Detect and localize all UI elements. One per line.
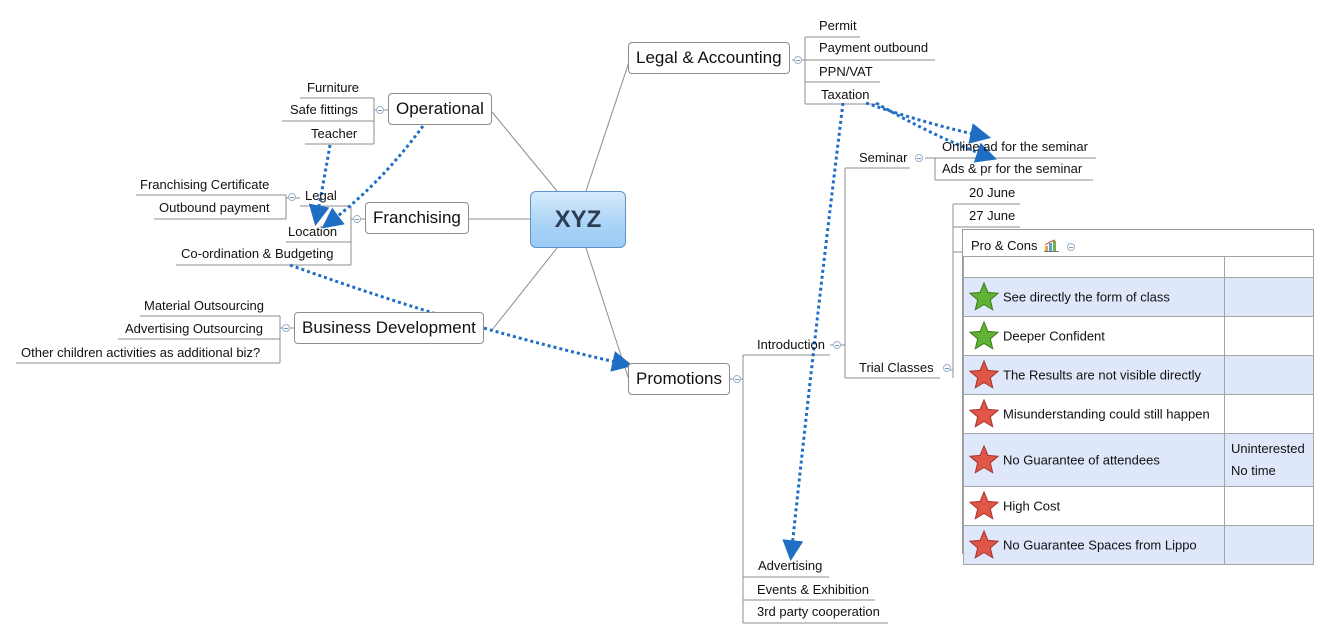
pros-cons-row[interactable]: High Cost [963,486,1314,526]
topic-teacher[interactable]: Teacher [311,126,358,141]
root-node[interactable]: XYZ [530,191,626,248]
connector-root-legal [585,61,630,192]
pros-cons-item-cell: The Results are not visible directly [963,355,1225,395]
relationship-teacher-location [308,144,332,227]
topic-other-children-activities[interactable]: Other children activities as additional … [21,345,261,360]
pros-cons-item-cell: Misunderstanding could still happen [963,394,1225,434]
collapse-toggle-legal[interactable] [288,193,296,201]
red-star-icon [968,359,1000,389]
topic-franchising-certificate[interactable]: Franchising Certificate [140,177,270,192]
connector-root-operational [491,111,558,192]
pros-cons-row[interactable]: The Results are not visible directly [963,355,1314,395]
pros-cons-item-cell: Deeper Confident [963,316,1225,356]
topic-material-outsourcing[interactable]: Material Outsourcing [144,298,264,313]
relationship-taxation-advertising [782,102,845,562]
topic-payment-outbound[interactable]: Payment outbound [819,40,929,55]
pros-cons-item-text: Misunderstanding could still happen [1003,406,1210,422]
collapse-toggle-operational[interactable] [376,106,384,114]
topic-3rd-party-cooperation[interactable]: 3rd party cooperation [757,604,880,619]
node-promotions[interactable]: Promotions [628,363,730,395]
collapse-toggle-legal-accounting[interactable] [794,56,802,64]
pros-cons-row[interactable]: Deeper Confident [963,316,1314,356]
collapse-toggle-pros-cons[interactable] [1066,242,1075,251]
pros-cons-item-text: See directly the form of class [1003,289,1170,305]
pros-cons-header-row [963,256,1314,278]
pros-cons-item-text: High Cost [1003,498,1061,514]
header-cell [1224,256,1314,278]
topic-taxation[interactable]: Taxation [821,87,870,102]
pros-cons-side-cell [1224,277,1314,317]
red-star-icon [968,398,1000,428]
node-operational[interactable]: Operational [388,93,492,125]
red-star-icon [968,529,1000,559]
pros-cons-item-text: The Results are not visible directly [1003,367,1201,383]
connector-seminar-children [925,157,1096,181]
topic-trial-classes[interactable]: Trial Classes [859,360,934,375]
topic-advertising-outsourcing[interactable]: Advertising Outsourcing [125,321,264,336]
topic-location[interactable]: Location [288,224,338,239]
topic-events-exhibition[interactable]: Events & Exhibition [757,582,870,597]
pros-cons-row[interactable]: Misunderstanding could still happen [963,394,1314,434]
red-star-icon [968,490,1000,520]
topic-ppn-vat[interactable]: PPN/VAT [819,64,873,79]
red-star-icon [968,444,1000,474]
pros-cons-row[interactable]: No Guarantee Spaces from Lippo [963,525,1314,565]
pros-cons-side-cell [1224,486,1314,526]
pros-cons-side-cell [1224,525,1314,565]
pros-cons-item-cell: No Guarantee of attendees [963,433,1225,487]
pros-cons-item-text: No Guarantee of attendees [1003,452,1160,468]
pros-cons-row[interactable]: See directly the form of class [963,277,1314,317]
collapse-toggle-trial-classes[interactable] [943,364,951,372]
topic-seminar[interactable]: Seminar [859,150,908,165]
node-franchising[interactable]: Franchising [365,202,469,234]
topic-online-ad-seminar[interactable]: Online ad for the seminar [942,139,1088,154]
topic-coordination-budgeting[interactable]: Co-ordination & Budgeting [181,246,334,261]
relationship-taxation-ads-pr [875,101,997,163]
pros-cons-item-cell: High Cost [963,486,1225,526]
collapse-toggle-promotions[interactable] [733,375,741,383]
connector-introduction-children [830,167,940,379]
pros-cons-side-cell: Uninterested No time [1224,433,1314,487]
topic-permit[interactable]: Permit [819,18,857,33]
topic-furniture[interactable]: Furniture [307,80,360,95]
node-business-development[interactable]: Business Development [294,312,484,344]
topic-20-june[interactable]: 20 June [969,185,1016,200]
collapse-toggle-franchising[interactable] [353,215,361,223]
pros-cons-item-cell: See directly the form of class [963,277,1225,317]
relationship-coordination-promotions [289,263,634,372]
header-cell [963,256,1225,278]
topic-legal[interactable]: Legal [305,188,337,203]
collapse-toggle-introduction[interactable] [833,341,841,349]
chart-icon [1044,239,1060,252]
topic-27-june[interactable]: 27 June [969,208,1016,223]
green-star-icon [968,320,1000,350]
pros-cons-item-text: No Guarantee Spaces from Lippo [1003,537,1197,553]
pros-cons-title-row: Pro & Cons [971,238,1075,253]
topic-advertising[interactable]: Advertising [758,558,823,573]
pros-cons-row[interactable]: No Guarantee of attendees Uninterested No … [963,433,1314,487]
pros-cons-side-cell [1224,394,1314,434]
pros-cons-side-note: No time [1231,463,1276,478]
topic-outbound-payment[interactable]: Outbound payment [159,200,270,215]
relationship-taxation-online-ad [865,101,992,144]
pros-cons-spreadsheet[interactable]: Pro & Cons See directly the form of clas… [962,229,1314,565]
pros-cons-side-cell [1224,316,1314,356]
topic-introduction[interactable]: Introduction [757,337,825,352]
node-legal-accounting[interactable]: Legal & Accounting [628,42,790,74]
connector-root-bizdev [491,247,558,331]
collapse-toggle-business-development[interactable] [282,324,290,332]
topic-safe-fittings[interactable]: Safe fittings [290,102,358,117]
pros-cons-side-note: Uninterested [1231,441,1305,456]
pros-cons-side-cell [1224,355,1314,395]
pros-cons-title: Pro & Cons [971,238,1038,253]
topic-ads-pr-seminar[interactable]: Ads & pr for the seminar [942,161,1083,176]
connector-trial-children [950,203,1020,378]
pros-cons-item-cell: No Guarantee Spaces from Lippo [963,525,1225,565]
green-star-icon [968,281,1000,311]
pros-cons-item-text: Deeper Confident [1003,328,1105,344]
collapse-toggle-seminar[interactable] [915,154,923,162]
